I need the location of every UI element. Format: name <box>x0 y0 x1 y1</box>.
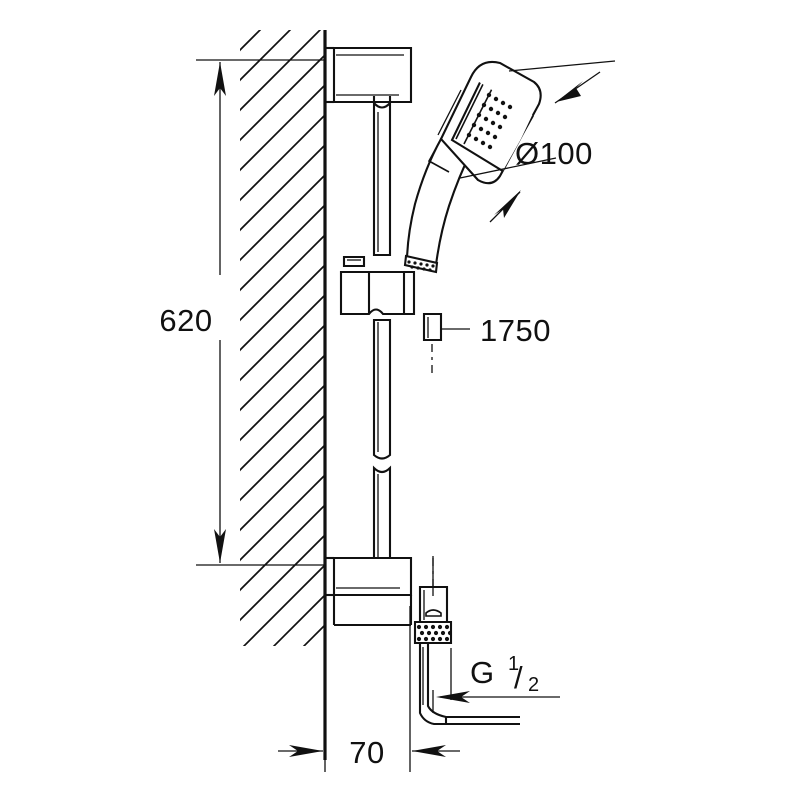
arrow-70-right <box>412 745 446 757</box>
lower-bracket <box>325 556 413 627</box>
wall-section <box>240 30 327 760</box>
lower-bracket-body <box>332 556 413 597</box>
upper-bracket <box>325 46 413 104</box>
thread-leader-arrow <box>436 691 470 703</box>
hose-body <box>418 641 448 726</box>
dimension-1750: 1750 <box>441 313 551 348</box>
dimension-thread: G 1 / 2 <box>432 556 560 703</box>
upper-bracket-body <box>332 46 413 104</box>
handle-knurl-texture <box>407 260 435 272</box>
hose-end-assembly <box>413 558 520 726</box>
auxiliary-extension-lines <box>432 648 452 713</box>
hose-end-seal <box>425 609 442 617</box>
slide-rail-upper-segment <box>372 96 392 257</box>
arrow-up <box>214 62 226 96</box>
slide-rail <box>372 96 392 562</box>
slider-lever <box>342 255 366 268</box>
dimension-label-70: 70 <box>349 735 384 770</box>
hose-connector-body <box>422 312 443 342</box>
thread-label-prefix: G <box>470 655 495 690</box>
dimension-70: 70 <box>278 606 460 772</box>
dimension-label-1750: 1750 <box>480 313 551 348</box>
face-corner-marker <box>427 138 450 173</box>
dimension-label-620: 620 <box>159 303 212 338</box>
thread-label-numerator: 1 <box>508 653 519 675</box>
slide-rail-lower-segment <box>372 465 392 562</box>
diameter-arrow-upper <box>556 81 583 102</box>
diameter-leader-upper <box>508 60 616 72</box>
dimension-label-diameter: Ø100 <box>515 136 593 171</box>
diameter-arrow-lower <box>494 190 521 218</box>
diameter-leader-lower <box>459 157 557 179</box>
thread-label-denominator: 2 <box>528 674 539 696</box>
head-highlight <box>437 89 462 136</box>
thread-label-slash: / <box>514 660 523 695</box>
arrow-70-left <box>289 745 323 757</box>
knurl-texture <box>416 624 451 642</box>
hose-connector-upper <box>422 312 443 373</box>
slider-holder <box>339 255 416 316</box>
dimension-620: 620 <box>159 59 325 566</box>
dimension-diameter-100: Ø100 <box>459 60 616 223</box>
shower-head <box>403 60 542 274</box>
wall-hatching <box>240 30 326 646</box>
slide-rail-mid-segment <box>372 318 392 460</box>
arrow-down <box>214 529 226 563</box>
